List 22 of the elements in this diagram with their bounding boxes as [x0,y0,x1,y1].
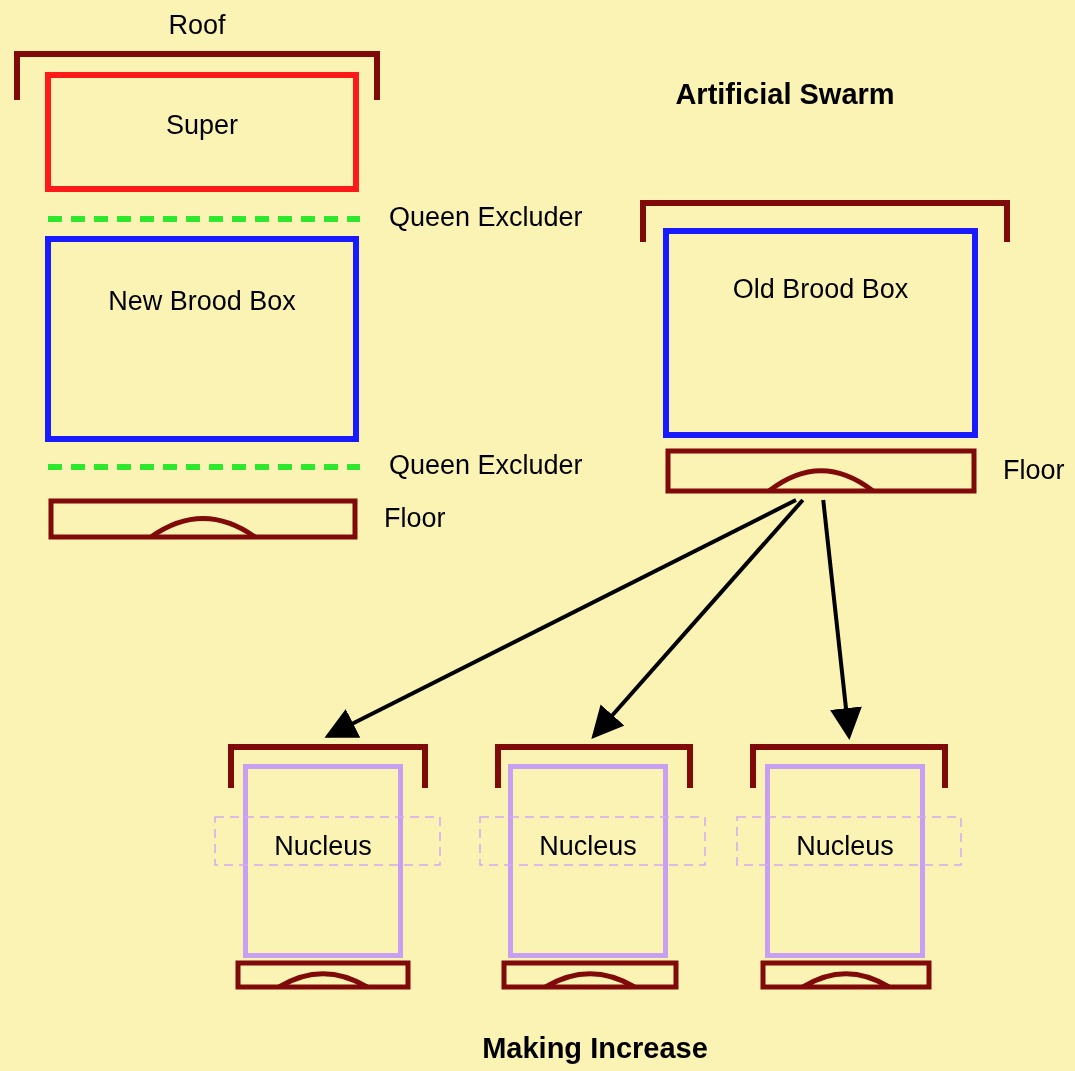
nucleus-box [508,764,668,958]
nucleus-box [243,764,403,958]
box-label: New Brood Box [107,286,297,317]
nucleus-box [765,764,925,958]
box-label: Nucleus [538,831,638,862]
box-label: Super [164,110,240,141]
queen-excluder-label: Queen Excluder [389,450,583,481]
hive-box [45,236,359,442]
arrow [821,499,862,740]
box-label: Old Brood Box [731,274,910,305]
diagram-caption: Making Increase [482,1032,708,1065]
arrow [324,498,797,738]
box-label: Nucleus [795,831,895,862]
diagram-title: Artificial Swarm [675,78,895,111]
roof-label: Roof [167,10,227,41]
hive-box [45,72,359,192]
floor-label: Floor [1003,455,1065,486]
queen-excluder-label: Queen Excluder [389,202,583,233]
box-label: Nucleus [273,831,373,862]
floor-label: Floor [384,503,446,534]
hive-box [663,228,978,438]
arrow [591,498,805,739]
